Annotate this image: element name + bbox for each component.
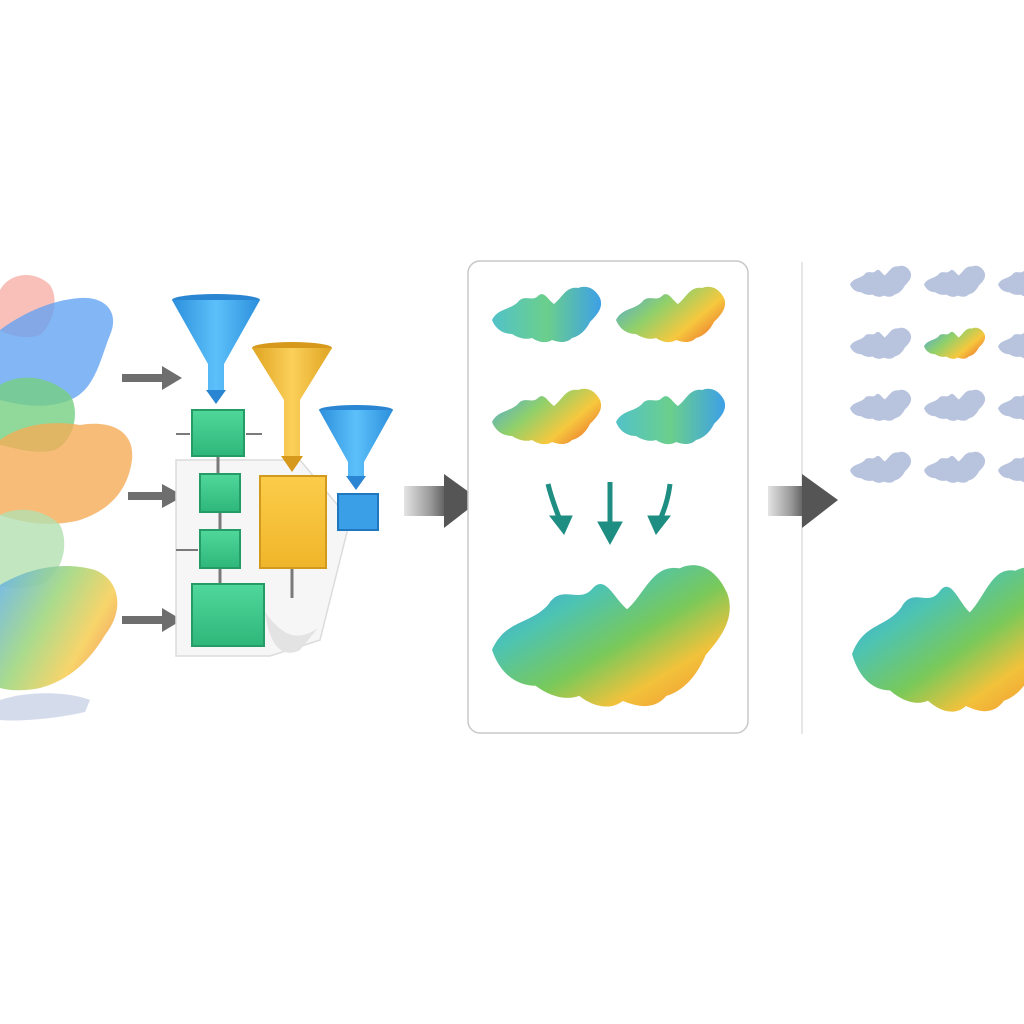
input-arrows bbox=[122, 366, 184, 632]
grid-map bbox=[850, 451, 912, 483]
pipeline-connectors bbox=[176, 433, 294, 598]
process-box-green bbox=[191, 583, 265, 647]
grid-map bbox=[998, 265, 1024, 297]
selected-map bbox=[924, 327, 986, 359]
grid-map bbox=[998, 389, 1024, 421]
heatmap-orange bbox=[0, 423, 133, 524]
arrow-down-icon bbox=[545, 483, 573, 535]
input-heatmaps bbox=[0, 274, 133, 721]
funnel-blue-icon bbox=[319, 405, 393, 490]
grid-map bbox=[850, 327, 912, 359]
arrow-right-large-icon bbox=[768, 474, 838, 528]
arrow-right-large-icon bbox=[404, 474, 480, 528]
grid-map bbox=[924, 389, 986, 421]
grid-map bbox=[998, 451, 1024, 483]
grid-map bbox=[998, 327, 1024, 359]
arrow-right-icon bbox=[122, 608, 182, 632]
output-map bbox=[852, 567, 1024, 712]
map-selection-grid bbox=[850, 265, 1024, 483]
paper-curl bbox=[265, 612, 318, 653]
process-box-green bbox=[199, 529, 241, 569]
grid-map bbox=[924, 265, 986, 297]
process-box-blue bbox=[337, 493, 379, 531]
arrow-right-icon bbox=[128, 484, 184, 508]
funnel-yellow-icon bbox=[252, 342, 332, 472]
heatmap-shadow bbox=[0, 693, 90, 721]
grid-map bbox=[850, 389, 912, 421]
funnel-blue-icon bbox=[172, 294, 260, 404]
candidate-maps-panel bbox=[467, 260, 749, 734]
arrow-right-icon bbox=[122, 366, 182, 390]
heatmap-bottom-mix bbox=[0, 565, 118, 691]
arrow-down-icon bbox=[647, 483, 673, 535]
process-box-green bbox=[199, 473, 241, 513]
process-box-green bbox=[191, 409, 245, 457]
processing-pipeline bbox=[172, 294, 393, 657]
arrow-down-icon bbox=[597, 482, 623, 546]
grid-map bbox=[924, 451, 986, 483]
merge-arrows bbox=[545, 482, 673, 546]
grid-map bbox=[850, 265, 912, 297]
process-box-yellow bbox=[259, 475, 327, 569]
